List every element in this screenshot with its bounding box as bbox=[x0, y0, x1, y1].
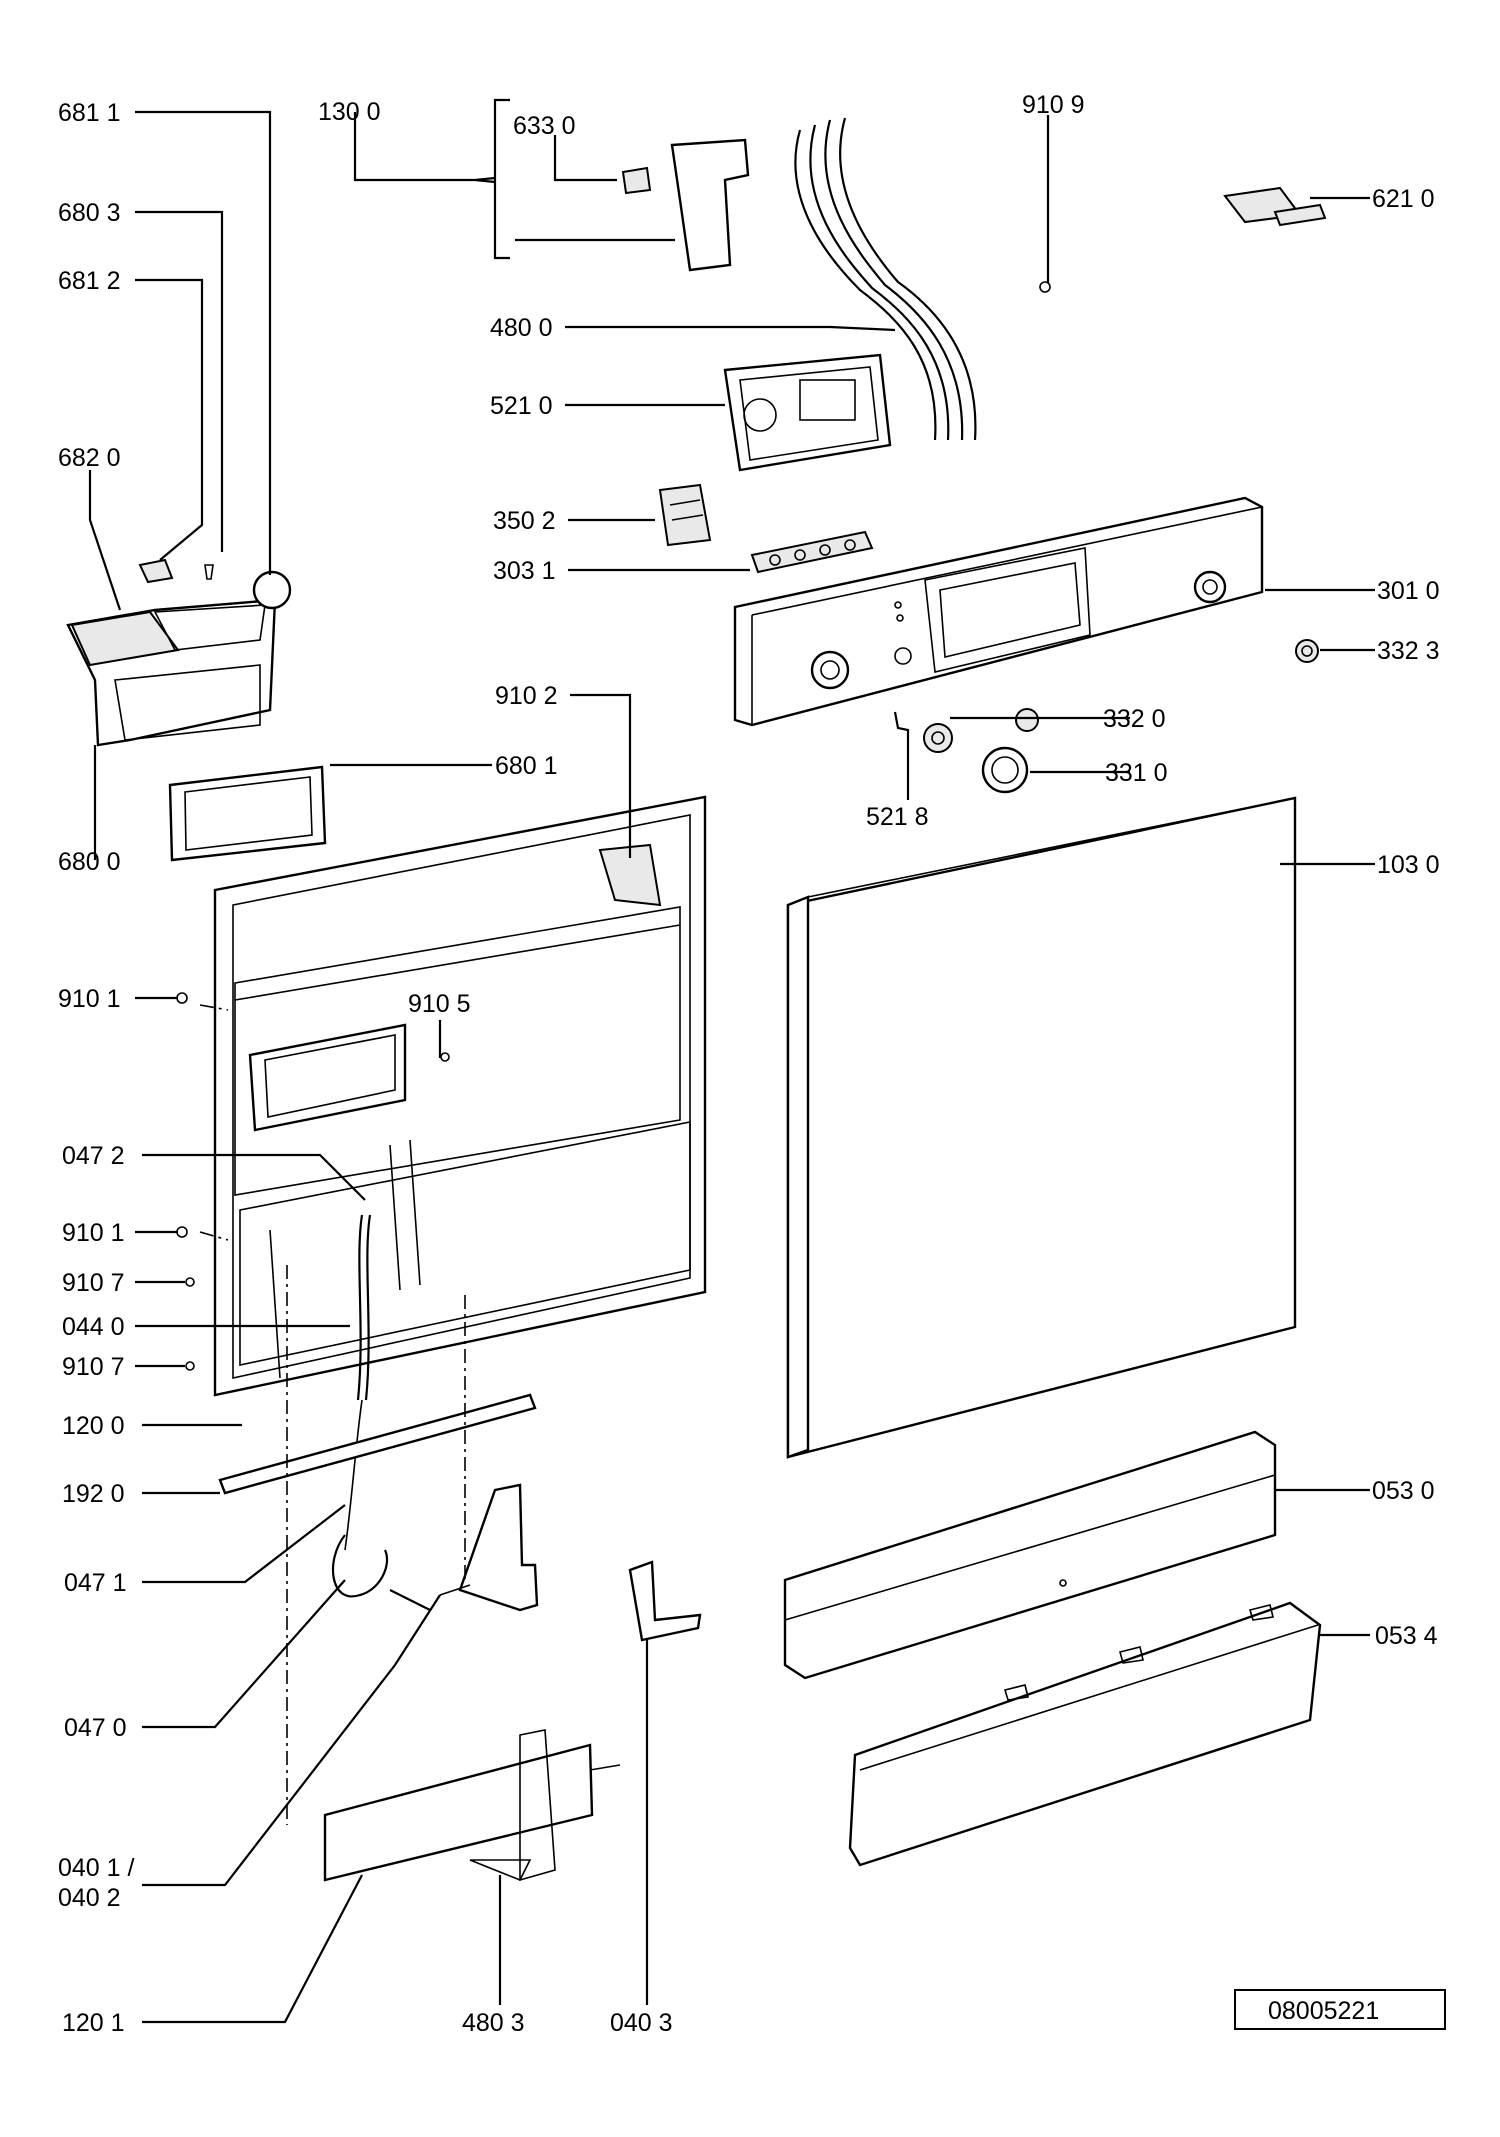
label-1030: 103 0 bbox=[1377, 851, 1440, 879]
label-3320: 332 0 bbox=[1103, 705, 1166, 733]
button-strip bbox=[750, 530, 874, 574]
label-3502: 350 2 bbox=[493, 507, 556, 535]
label-6210: 621 0 bbox=[1372, 185, 1435, 213]
label-3323: 332 3 bbox=[1377, 637, 1440, 665]
label-9107a: 910 7 bbox=[62, 1269, 125, 1297]
toe-kick-0534 bbox=[848, 1601, 1322, 1867]
label-6800: 680 0 bbox=[58, 848, 121, 876]
label-0530: 053 0 bbox=[1372, 1477, 1435, 1505]
wiring-harness bbox=[794, 117, 977, 441]
label-0403: 040 3 bbox=[610, 2009, 673, 2037]
label-0471: 047 1 bbox=[64, 1569, 127, 1597]
label-4803: 480 3 bbox=[462, 2009, 525, 2037]
kickplate-lower bbox=[323, 1729, 621, 1882]
bracket-0403 bbox=[628, 1560, 702, 1642]
label-0440: 044 0 bbox=[62, 1313, 125, 1341]
rail bbox=[218, 1393, 537, 1495]
label-6812: 681 2 bbox=[58, 267, 121, 295]
switch-part bbox=[658, 483, 712, 547]
dispenser-gasket bbox=[168, 765, 327, 862]
label-9107b: 910 7 bbox=[62, 1353, 125, 1381]
screws-left bbox=[176, 992, 195, 1371]
alignment-lines bbox=[199, 1004, 466, 1825]
label-1201: 120 1 bbox=[62, 2009, 125, 2037]
label-6803: 680 3 bbox=[58, 199, 121, 227]
label-0402: 040 2 bbox=[58, 1884, 121, 1912]
label-0472: 047 2 bbox=[62, 1142, 125, 1170]
part-labels: 681 1 680 3 681 2 682 0 680 0 130 0 633 … bbox=[58, 91, 1440, 2037]
label-5218: 521 8 bbox=[866, 803, 929, 831]
electronic-module bbox=[723, 353, 892, 472]
screw-9109 bbox=[1039, 281, 1051, 293]
reference-code: 08005221 bbox=[1268, 1997, 1379, 2025]
label-6801: 680 1 bbox=[495, 752, 558, 780]
hinge-bracket bbox=[621, 138, 750, 272]
part-621 bbox=[1223, 186, 1327, 227]
label-3310: 331 0 bbox=[1105, 759, 1168, 787]
label-0470: 047 0 bbox=[64, 1714, 127, 1742]
label-1200: 120 0 bbox=[62, 1412, 125, 1440]
label-9109: 910 9 bbox=[1022, 91, 1085, 119]
label-6820: 682 0 bbox=[58, 444, 121, 472]
label-1300: 130 0 bbox=[318, 98, 381, 126]
label-6811: 681 1 bbox=[58, 99, 121, 127]
knob-parts bbox=[923, 639, 1319, 794]
label-9105: 910 5 bbox=[408, 990, 471, 1018]
label-3031: 303 1 bbox=[493, 557, 556, 585]
outer-door-panel bbox=[786, 796, 1297, 1459]
label-6330: 633 0 bbox=[513, 112, 576, 140]
label-4800: 480 0 bbox=[490, 314, 553, 342]
label-1920: 192 0 bbox=[62, 1480, 125, 1508]
control-panel bbox=[733, 496, 1264, 727]
label-9101b: 910 1 bbox=[62, 1219, 125, 1247]
reference-code-box: 08005221 bbox=[1234, 1989, 1446, 2030]
label-0534: 053 4 bbox=[1375, 1622, 1438, 1650]
label-5210: 521 0 bbox=[490, 392, 553, 420]
detergent-dispenser bbox=[66, 558, 292, 747]
leader-lines bbox=[88, 98, 1375, 2024]
inner-door-panel bbox=[213, 795, 707, 1397]
hinge-bracket-right bbox=[439, 1483, 539, 1612]
label-9102: 910 2 bbox=[495, 682, 558, 710]
toe-kick-0530 bbox=[783, 1430, 1277, 1680]
label-0401: 040 1 / bbox=[58, 1854, 135, 1882]
spring-cable bbox=[331, 1214, 431, 1611]
label-9101a: 910 1 bbox=[58, 985, 121, 1013]
label-3010: 301 0 bbox=[1377, 577, 1440, 605]
